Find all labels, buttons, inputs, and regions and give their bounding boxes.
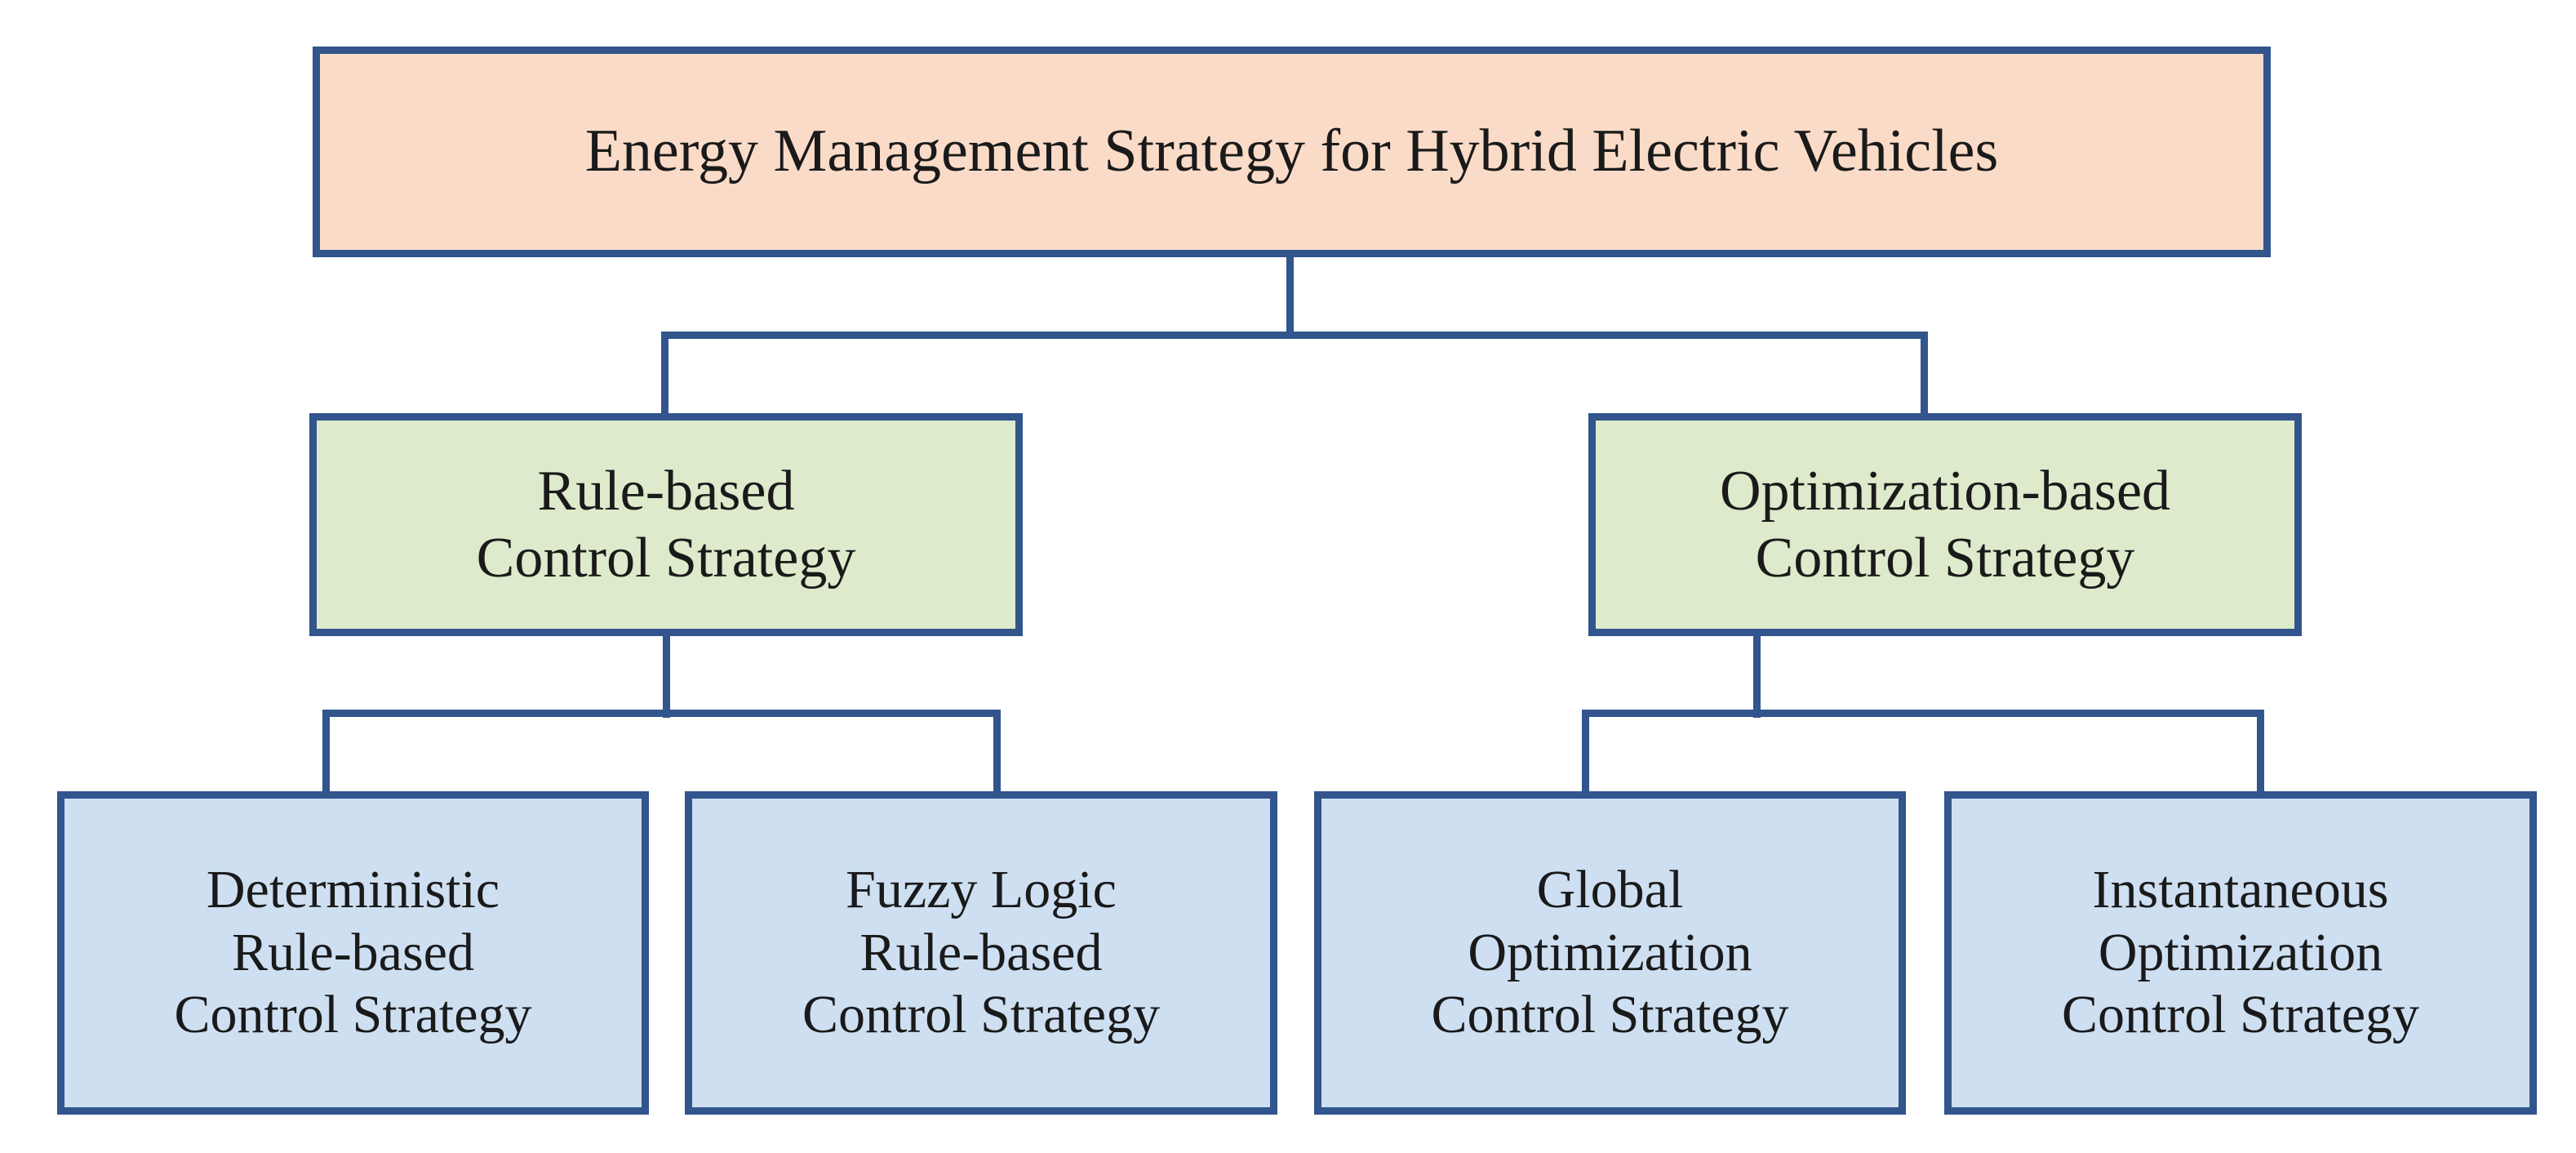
node-label-optimization-based-control-strategy: Optimization-based Control Strategy bbox=[1719, 460, 2171, 590]
node-energy-management-strategy: Energy Management Strategy for Hybrid El… bbox=[313, 47, 2271, 257]
connector-drop-deterministic bbox=[322, 710, 330, 795]
node-label-global-optimization-control-strategy: Global Optimization Control Strategy bbox=[1431, 860, 1789, 1045]
connector-drop-optimization-based bbox=[1921, 332, 1928, 416]
connector-root-horizontal-bus bbox=[661, 332, 1928, 339]
connector-rule-based-stem bbox=[663, 633, 670, 718]
node-rule-based-control-strategy: Rule-based Control Strategy bbox=[309, 413, 1023, 636]
connector-rule-based-horizontal-bus bbox=[322, 710, 1001, 717]
connector-optimization-based-stem bbox=[1753, 633, 1761, 718]
node-instantaneous-optimization-control-strategy: Instantaneous Optimization Control Strat… bbox=[1944, 791, 2537, 1115]
node-fuzzy-logic-rule-based-control-strategy: Fuzzy Logic Rule-based Control Strategy bbox=[685, 791, 1277, 1115]
connector-optimization-based-horizontal-bus bbox=[1582, 710, 2264, 717]
connector-drop-rule-based bbox=[661, 332, 668, 416]
connector-drop-global-optimization bbox=[1582, 710, 1589, 795]
node-label-deterministic-rule-based-control-strategy: Deterministic Rule-based Control Strateg… bbox=[174, 860, 532, 1045]
node-label-fuzzy-logic-rule-based-control-strategy: Fuzzy Logic Rule-based Control Strategy bbox=[802, 860, 1161, 1045]
node-optimization-based-control-strategy: Optimization-based Control Strategy bbox=[1588, 413, 2302, 636]
node-global-optimization-control-strategy: Global Optimization Control Strategy bbox=[1314, 791, 1906, 1115]
connector-drop-fuzzy-logic bbox=[993, 710, 1001, 795]
node-label-energy-management-strategy: Energy Management Strategy for Hybrid El… bbox=[584, 118, 1999, 185]
connector-drop-instantaneous-optimization bbox=[2257, 710, 2264, 795]
node-label-rule-based-control-strategy: Rule-based Control Strategy bbox=[476, 460, 856, 590]
connector-root-stem bbox=[1286, 254, 1294, 339]
node-deterministic-rule-based-control-strategy: Deterministic Rule-based Control Strateg… bbox=[57, 791, 649, 1115]
node-label-instantaneous-optimization-control-strategy: Instantaneous Optimization Control Strat… bbox=[2061, 860, 2420, 1045]
